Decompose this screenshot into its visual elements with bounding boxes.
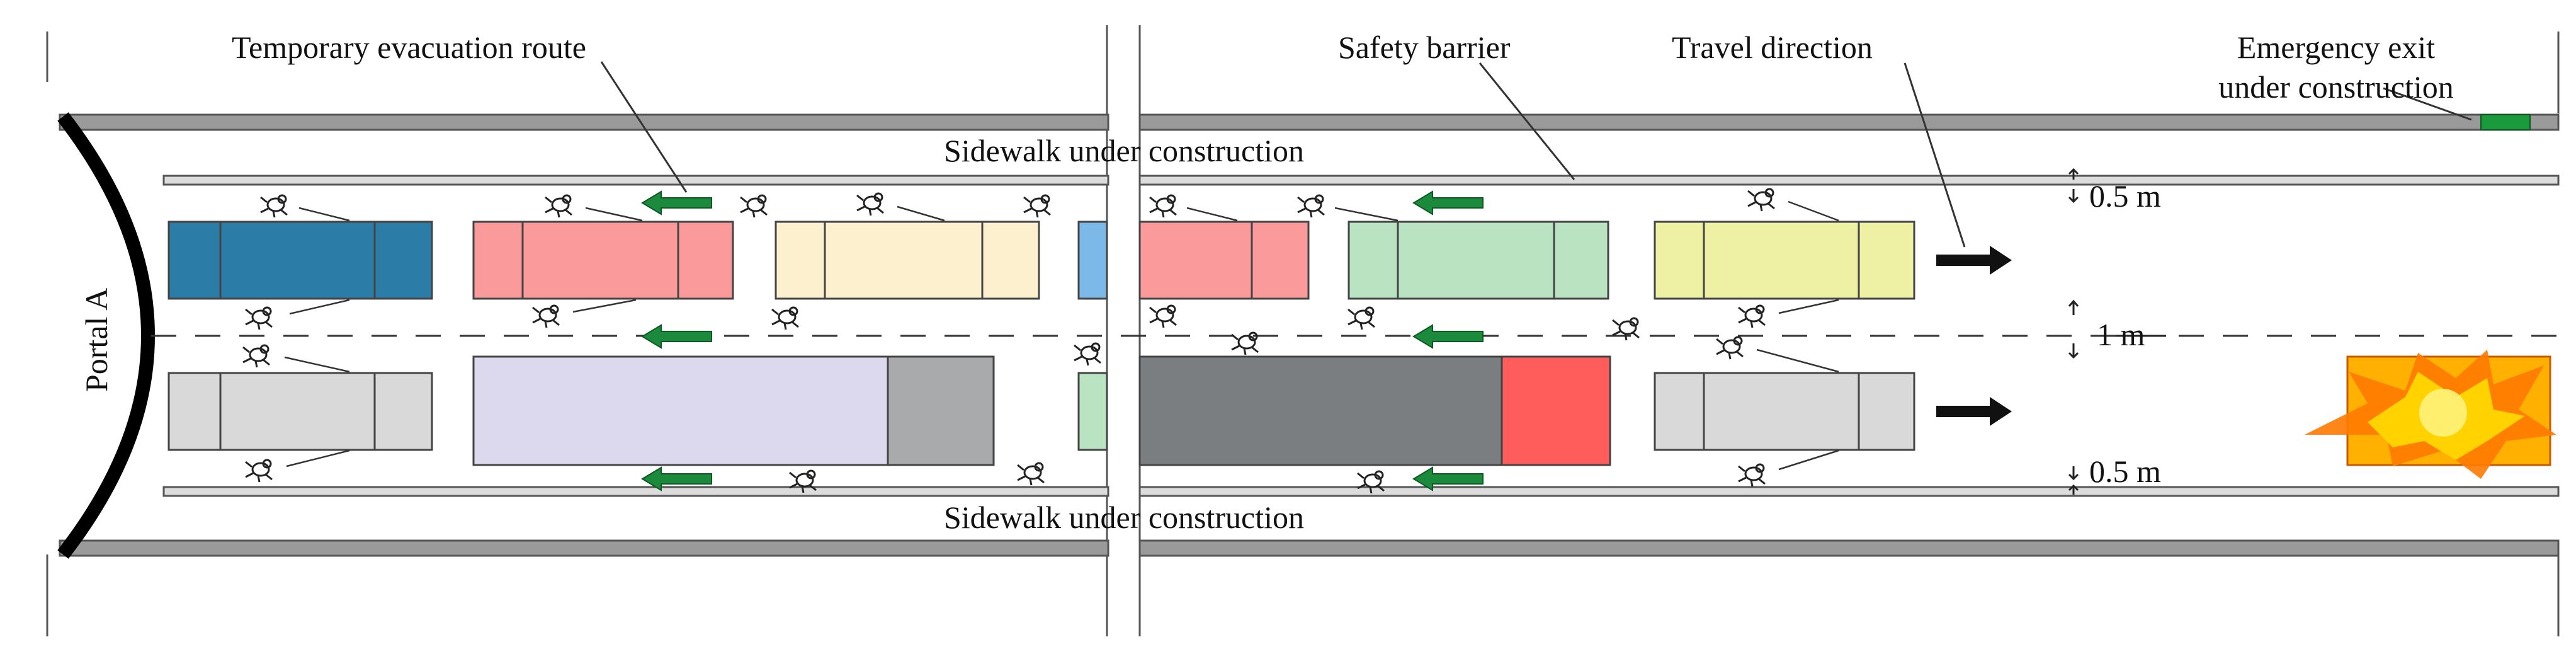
vehicle-cream [775, 221, 1040, 300]
safety-barrier-top-left [162, 175, 1109, 186]
truck-dark-grey [1138, 355, 1503, 466]
safety-barrier-bottom-right [1138, 486, 2560, 497]
outer-wall-bottom-left [59, 539, 1109, 557]
evacuation-arrows [641, 190, 1484, 491]
label-dim-bottom: 0.5 m [2089, 454, 2161, 489]
portal-arch [57, 112, 155, 559]
truck-red-cab [1501, 355, 1611, 466]
truck-lavender [472, 355, 889, 466]
label-sidewalk-bottom: Sidewalk under construction [944, 500, 1304, 535]
vehicle-grey-2 [1654, 372, 1915, 451]
vehicle-grey-1 [167, 372, 433, 451]
travel-direction-arrow-icon [1936, 246, 2012, 275]
callout-lines [600, 61, 2472, 248]
tunnel-walls [59, 113, 2560, 557]
truck-lavender-cab [887, 355, 995, 466]
safety-barrier-bottom-left [162, 486, 1109, 497]
evacuation-arrow-icon [1412, 466, 1484, 491]
evacuation-arrow-icon [1412, 324, 1484, 349]
label-dim-middle: 1 m [2097, 317, 2145, 352]
vehicle-blue [167, 221, 433, 300]
label-sidewalk-top: Sidewalk under construction [944, 133, 1304, 168]
vehicle-yellow [1654, 221, 1915, 300]
pedestrian-leaders [284, 200, 1839, 471]
evacuation-arrow-icon [641, 190, 712, 215]
vehicles-lower-lane [167, 355, 2551, 466]
label-emergency-exit-1: Emergency exit [2237, 30, 2435, 65]
fire-icon [2305, 350, 2556, 479]
vehicle-mint-1 [1348, 221, 1609, 300]
vehicle-mint-partial [1077, 372, 1108, 451]
travel-arrows [1936, 246, 2012, 426]
vehicles-upper-lane [167, 221, 1915, 300]
outer-wall-bottom-right [1138, 539, 2560, 557]
label-emergency-exit-2: under construction [2218, 69, 2454, 105]
vehicle-pink-2 [1138, 221, 1310, 300]
evacuation-arrow-icon [641, 466, 712, 491]
emergency-exit-icon [2480, 114, 2531, 130]
evacuation-arrow-icon [641, 324, 712, 349]
evacuation-arrow-icon [1412, 190, 1484, 215]
outer-wall-top-left [59, 113, 1109, 131]
label-safety-barrier: Safety barrier [1338, 30, 1511, 65]
travel-direction-arrow-icon [1936, 397, 2012, 426]
vehicle-pink-1 [472, 221, 734, 300]
label-travel-direction: Travel direction [1672, 30, 1873, 65]
outer-wall-top-right [1138, 113, 2560, 131]
vehicle-light-blue-partial [1077, 221, 1108, 300]
label-evacuation-route: Temporary evacuation route [232, 30, 586, 65]
safety-barrier-top-right [1138, 175, 2560, 186]
dimension-markers [2068, 168, 2166, 495]
label-dim-top: 0.5 m [2089, 178, 2161, 214]
label-portal: Portal A [79, 288, 114, 392]
